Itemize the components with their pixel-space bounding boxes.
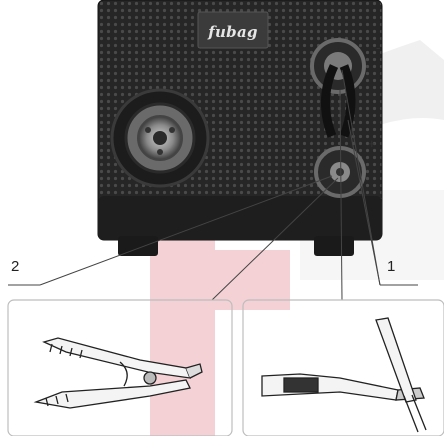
dinse-socket-icon xyxy=(310,38,366,138)
leader-line-1 xyxy=(339,69,418,301)
positive-polarity-label: + xyxy=(368,136,376,151)
euro-connector-icon xyxy=(110,88,210,188)
callout-label-2: 2 xyxy=(11,258,20,275)
leader-line-2 xyxy=(8,175,339,301)
ground-clamp-icon xyxy=(33,337,203,409)
brand-logo: fubag xyxy=(208,23,258,41)
dinse-socket-icon xyxy=(314,146,366,198)
electrode-holder-icon xyxy=(261,317,427,433)
negative-polarity-label: - xyxy=(376,40,381,55)
callout-label-1: 1 xyxy=(387,258,396,275)
electrode-holder-panel xyxy=(242,299,444,437)
